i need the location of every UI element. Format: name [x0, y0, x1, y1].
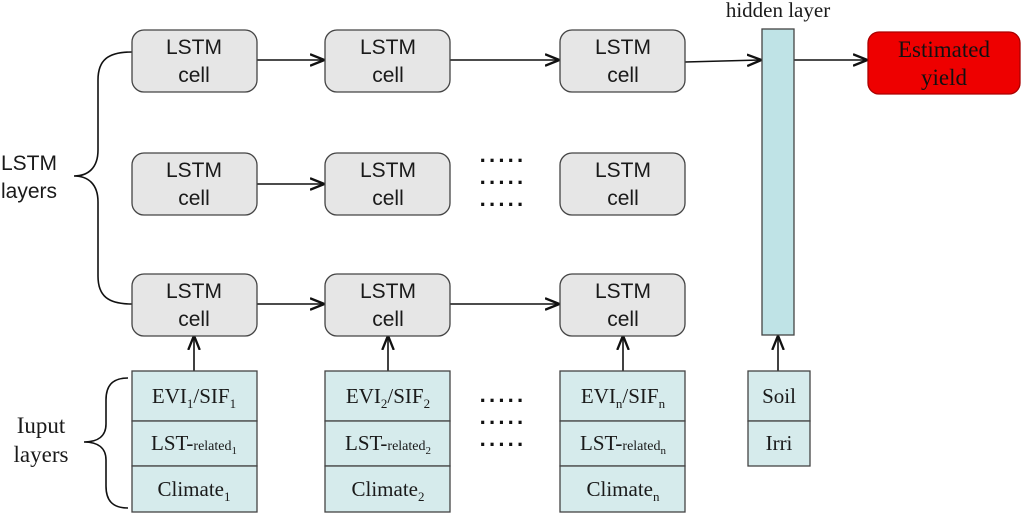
- cell-label-line1: LSTM: [166, 280, 222, 303]
- ellipsis-middle-3: ·····: [480, 192, 527, 217]
- cell-label-line2: cell: [607, 64, 639, 87]
- evi-text: EVI: [346, 384, 381, 408]
- cell-label-line2: cell: [178, 308, 210, 331]
- sif-subscript: 1: [230, 396, 237, 411]
- input-layers-label-line2: layers: [14, 442, 69, 467]
- evi-text: EVI: [152, 384, 187, 408]
- lstm-cell: LSTM cell: [324, 273, 451, 337]
- lstm-layers-brace: [73, 51, 133, 305]
- ellipsis-input-3: ·····: [480, 432, 527, 457]
- cell-label-line1: LSTM: [595, 159, 651, 182]
- cell-label-line1: LSTM: [360, 36, 416, 59]
- lstm-cell: LSTM cell: [559, 152, 686, 216]
- cell-label-line1: LSTM: [360, 159, 416, 182]
- cell-label-line1: LSTM: [595, 280, 651, 303]
- hidden-layer-bar: [761, 28, 795, 336]
- output-estimated-yield: Estimated yield: [867, 31, 1021, 95]
- evi-subscript: 1: [187, 396, 194, 411]
- ellipsis-middle-1: ·····: [480, 148, 527, 173]
- input-layers-label-line1: Iuput: [17, 413, 66, 438]
- lst-related-text: related: [387, 439, 425, 454]
- input-lst-related: LST-related2: [345, 431, 431, 457]
- output-label-line2: yield: [921, 65, 967, 90]
- lstm-cell: LSTM cell: [559, 29, 686, 93]
- cell-label-line1: LSTM: [360, 280, 416, 303]
- climate-subscript: n: [653, 489, 660, 504]
- lstm-cell: LSTM cell: [559, 273, 686, 337]
- arrow-top-to-hidden: [684, 60, 760, 62]
- input-layers-brace: [83, 377, 129, 509]
- cell-label-line2: cell: [607, 308, 639, 331]
- lstm-cell: LSTM cell: [131, 152, 258, 216]
- input-climate: Climate1: [158, 477, 231, 504]
- soil-label: Soil: [762, 384, 796, 408]
- lst-text: LST-: [151, 431, 193, 455]
- input-evi-sif: EVI2/SIF2: [346, 384, 430, 411]
- climate-text: Climate: [587, 477, 654, 501]
- cell-label-line1: LSTM: [166, 36, 222, 59]
- lstm-cell: LSTM cell: [131, 29, 258, 93]
- sif-text: /SIF: [387, 384, 423, 408]
- hidden-layer-label: hidden layer: [726, 0, 830, 22]
- lst-subscript: n: [661, 445, 667, 457]
- input-evi-sif: EVIn/SIFn: [581, 384, 666, 411]
- input-lst-related: LST-related1: [151, 431, 237, 457]
- evi-subscript: n: [616, 396, 623, 411]
- climate-text: Climate: [158, 477, 225, 501]
- lstm-layers-label-line2: layers: [1, 180, 57, 203]
- lst-subscript: 2: [426, 445, 432, 457]
- cell-label-line2: cell: [178, 187, 210, 210]
- input-stack-1: EVI1/SIF1 LST-related1 Climate1: [131, 370, 258, 513]
- climate-subscript: 2: [418, 489, 425, 504]
- cell-label-line2: cell: [607, 187, 639, 210]
- ellipsis-input-2: ·····: [480, 410, 527, 435]
- input-stack-n: EVIn/SIFn LST-relatedn Climaten: [559, 370, 686, 513]
- sif-text: /SIF: [193, 384, 229, 408]
- input-climate: Climate2: [352, 477, 425, 504]
- lstm-layers-label-line1: LSTM: [1, 152, 57, 175]
- cell-label-line2: cell: [178, 64, 210, 87]
- lst-text: LST-: [345, 431, 387, 455]
- connectors: [194, 60, 866, 371]
- sif-subscript: 2: [424, 396, 431, 411]
- cell-label-line1: LSTM: [166, 159, 222, 182]
- input-evi-sif: EVI1/SIF1: [152, 384, 236, 411]
- ellipsis-input-1: ·····: [480, 388, 527, 413]
- input-stack-2: EVI2/SIF2 LST-related2 Climate2: [324, 370, 451, 513]
- sif-text: /SIF: [622, 384, 658, 408]
- cell-label-line2: cell: [372, 187, 404, 210]
- lst-subscript: 1: [232, 445, 238, 457]
- ellipsis-middle-2: ·····: [480, 170, 527, 195]
- cell-label-line2: cell: [372, 64, 404, 87]
- lst-text: LST-: [580, 431, 622, 455]
- climate-subscript: 1: [224, 489, 231, 504]
- lstm-cell: LSTM cell: [131, 273, 258, 337]
- climate-text: Climate: [352, 477, 419, 501]
- output-label-line1: Estimated: [898, 37, 990, 62]
- evi-subscript: 2: [381, 396, 388, 411]
- lst-related-text: related: [193, 439, 231, 454]
- lst-related-text: related: [622, 439, 660, 454]
- lstm-cell: LSTM cell: [324, 29, 451, 93]
- cell-label-line1: LSTM: [595, 36, 651, 59]
- sif-subscript: n: [659, 396, 666, 411]
- input-lst-related: LST-relatedn: [580, 431, 667, 457]
- input-climate: Climaten: [587, 477, 661, 504]
- cell-label-line2: cell: [372, 308, 404, 331]
- evi-text: EVI: [581, 384, 616, 408]
- irri-label: Irri: [766, 431, 793, 455]
- lstm-cell: LSTM cell: [324, 152, 451, 216]
- static-input-stack: Soil Irri: [747, 370, 811, 467]
